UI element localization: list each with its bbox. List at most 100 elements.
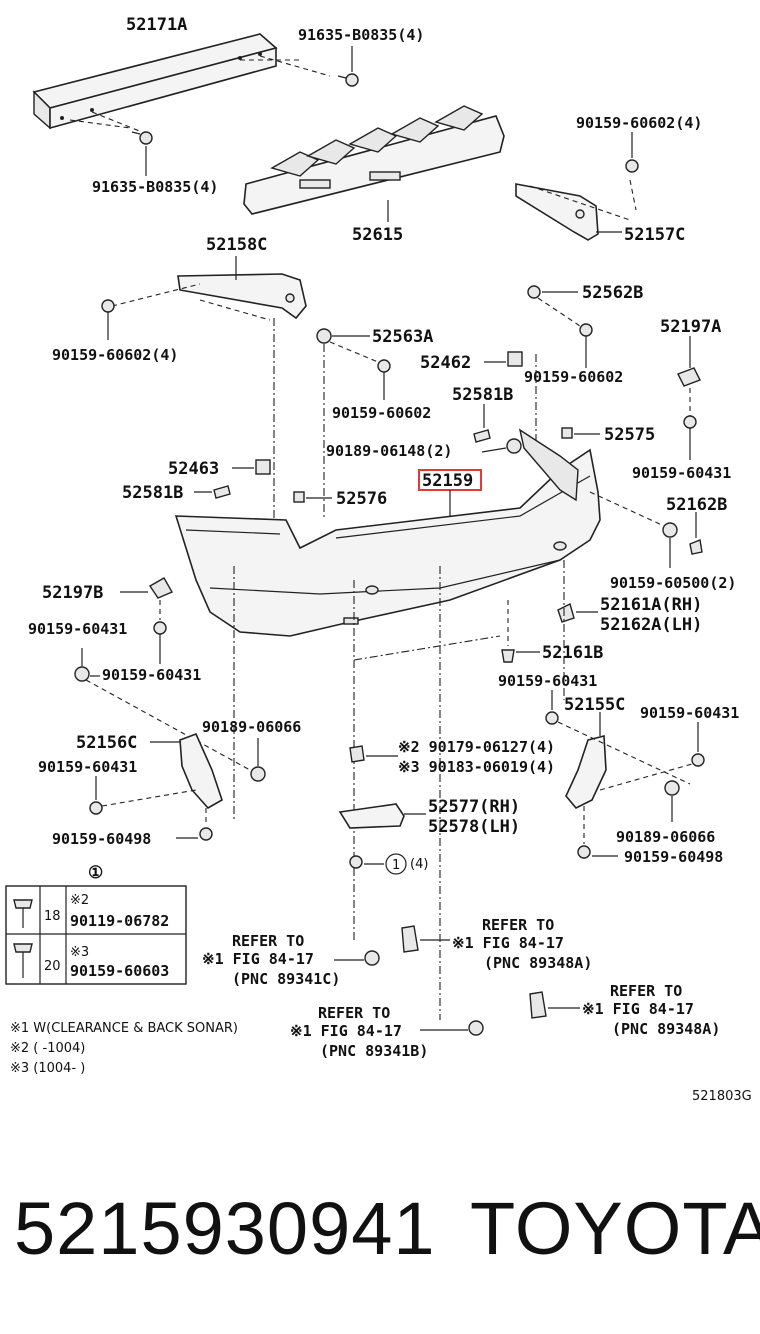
note-3: ※3 (1004- ) (10, 1061, 85, 1076)
label-90159-60431-right: 90159-60431 (632, 464, 731, 482)
energy-absorber-52615[interactable] (243, 105, 505, 215)
label-52578: 52578(LH) (428, 817, 520, 837)
ref4-line3: (PNC 89341B) (320, 1042, 428, 1060)
label-52162A: 52162A(LH) (600, 615, 702, 635)
label-90159-60431-right-2: 90159-60431 (640, 704, 739, 722)
ref2-line3: (PNC 89348A) (484, 954, 592, 972)
seal-icon (473, 429, 491, 443)
clip-icon (316, 328, 332, 344)
label-90159-60431-left-1: 90159-60431 (28, 620, 127, 638)
label-90159-60602-4-left: 90159-60602(4) (52, 346, 178, 364)
nut-icon (250, 766, 266, 782)
svg-text:1: 1 (392, 858, 400, 873)
bumper-cover-52159[interactable] (174, 428, 601, 637)
label-90159-60602-4-right: 90159-60602(4) (576, 114, 702, 132)
legend-row1-part: 90119-06782 (70, 912, 169, 930)
ref1-line2: ※1 FIG 84-17 (202, 950, 314, 968)
note-1: ※1 W(CLEARANCE & BACK SONAR) (10, 1021, 238, 1036)
label-52575: 52575 (604, 425, 655, 445)
cover-52161A[interactable] (557, 602, 575, 623)
ref2-line2: ※1 FIG 84-17 (452, 934, 564, 952)
label-90159-60602-right: 90159-60602 (524, 368, 623, 386)
bolt-icon (662, 522, 678, 538)
part-number-caption: 5215930941 (14, 1187, 436, 1270)
ref1-line1: REFER TO (232, 932, 304, 950)
bumper-reinforcement-52171A[interactable] (32, 33, 278, 130)
label-52197A: 52197A (660, 317, 721, 337)
label-52462: 52462 (420, 353, 471, 373)
label-52562B: 52562B (582, 283, 643, 303)
note-2: ※2 ( -1004) (10, 1041, 85, 1056)
label-52463: 52463 (168, 459, 219, 479)
bolt-icon (683, 415, 697, 429)
label-91635-top: 91635-B0835(4) (298, 26, 424, 44)
figure-code: 521803G (692, 1089, 752, 1104)
bolt-icon (691, 753, 705, 767)
clip-icon (527, 285, 541, 299)
bolt-icon (89, 801, 103, 815)
label-52156C: 52156C (76, 733, 137, 753)
label-52158C: 52158C (206, 235, 267, 255)
seal-icon (213, 485, 231, 499)
label-52615: 52615 (352, 225, 403, 245)
label-52171A: 52171A (126, 15, 187, 35)
label-90189-06066-left: 90189-06066 (202, 718, 301, 736)
bolt-icon (625, 159, 639, 173)
clip-52197A[interactable] (677, 367, 701, 387)
label-52563A: 52563A (372, 327, 433, 347)
ref3-line3: (PNC 89348A) (612, 1020, 720, 1038)
label-52197B: 52197B (42, 583, 103, 603)
ref4-line2: ※1 FIG 84-17 (290, 1022, 402, 1040)
ref3-line2: ※1 FIG 84-17 (582, 1000, 694, 1018)
label-52161A: 52161A(RH) (600, 595, 702, 615)
legend-row2-mark: ※3 (70, 945, 89, 960)
legend-row1-mark: ※2 (70, 893, 89, 908)
pad-52577[interactable] (338, 803, 405, 829)
label-circle-ref: (4) (410, 857, 428, 872)
label-52162B: 52162B (666, 495, 727, 515)
bolt-icon (101, 299, 115, 313)
screw-icon (349, 855, 363, 869)
bracket-52155C[interactable] (565, 734, 607, 809)
legend-row2-size: 20 (44, 959, 61, 974)
label-52161B: 52161B (542, 643, 603, 663)
ref4-line1: REFER TO (318, 1004, 390, 1022)
clip-52197B[interactable] (149, 577, 173, 599)
ref1-line3: (PNC 89341C) (232, 970, 340, 988)
clip-52161B[interactable] (501, 649, 515, 663)
label-52576: 52576 (336, 489, 387, 509)
retainer-52158C[interactable] (177, 273, 307, 320)
label-90159-60498-right: 90159-60498 (624, 848, 723, 866)
nut-icon (664, 780, 680, 796)
bolt-icon (131, 73, 359, 145)
label-91635-bottom: 91635-B0835(4) (92, 178, 218, 196)
parts-diagram: 52171A 91635-B0835(4) 91635-B0835(4) 526… (5, 15, 752, 1104)
label-52159: 52159 (422, 471, 473, 491)
brand-caption: TOYOTA (470, 1187, 760, 1270)
label-52581B-right: 52581B (452, 385, 513, 405)
pad-52462[interactable] (507, 351, 523, 367)
label-52155C: 52155C (564, 695, 625, 715)
bolt-icon (577, 845, 591, 859)
label-52577: 52577(RH) (428, 797, 520, 817)
sensor-retainer-icon (529, 991, 547, 1019)
label-90159-60431-left-2: 90159-60431 (102, 666, 201, 684)
nut-icon (506, 438, 522, 454)
bolt-icon (74, 666, 90, 682)
label-90159-60500: 90159-60500(2) (610, 574, 736, 592)
sonar-sensor-icon (468, 1020, 484, 1036)
pad-52463[interactable] (255, 459, 271, 475)
clip-52162B[interactable] (689, 539, 703, 555)
fastener-legend-box: ① ※2 18 90119-06782 ※3 20 90159-60603 (5, 863, 187, 985)
label-52581B-left: 52581B (122, 483, 183, 503)
label-90159-60431-middle: 90159-60431 (498, 672, 597, 690)
bracket-52156C[interactable] (179, 732, 223, 810)
retainer-52157C[interactable] (515, 183, 599, 241)
label-52157C: 52157C (624, 225, 685, 245)
label-90189-06148: 90189-06148(2) (326, 442, 452, 460)
label-90159-60602-center: 90159-60602 (332, 404, 431, 422)
bolt-icon (579, 323, 593, 337)
label-90179-06127: ※2 90179-06127(4) (398, 738, 555, 756)
label-90159-60431-left-3: 90159-60431 (38, 758, 137, 776)
label-90159-60498-left: 90159-60498 (52, 830, 151, 848)
